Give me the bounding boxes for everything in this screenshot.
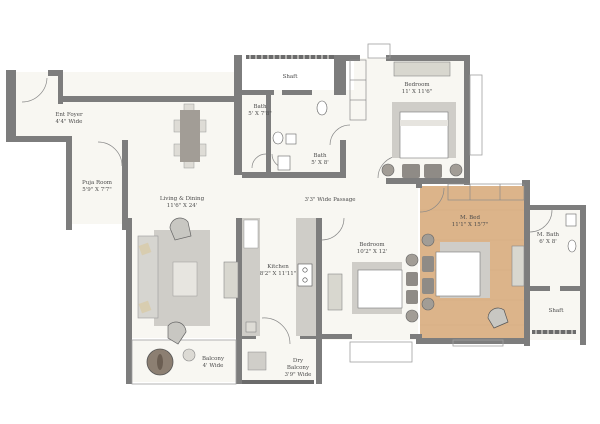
label-bath-2: Bath 5' X 8' <box>311 153 328 167</box>
label-shaft-top: Shaft <box>283 74 298 81</box>
walls <box>6 55 586 384</box>
room-name: Bedroom <box>404 82 430 88</box>
room-size: 10'2" X 12' <box>356 249 388 255</box>
room-size: 8'2" X 11'11" <box>259 271 297 277</box>
room-name: M. Bed <box>460 215 480 221</box>
room-name: Balcony <box>201 356 225 362</box>
room-size: 4' Wide <box>202 363 224 369</box>
room-size: 5' X 8' <box>311 160 329 166</box>
label-living-dining: Living & Dining 11'6" X 24' <box>160 196 204 210</box>
room-size: 11' X 11'6" <box>401 89 433 95</box>
room-name: 3'3" Wide Passage <box>304 197 356 203</box>
room-name: Bedroom <box>359 242 385 248</box>
label-ent-foyer: Ent Foyer 4'4" Wide <box>55 112 82 126</box>
room-size: 11'1" X 15'7" <box>451 222 489 228</box>
label-dry-balcony: Dry Balcony 3'9" Wide <box>285 358 312 379</box>
room-name: Living & Dining <box>159 196 205 202</box>
tv-units <box>223 61 525 311</box>
room-name: Bath <box>253 104 267 110</box>
room-name: M. Bath <box>536 232 560 238</box>
label-kitchen: Kitchen 8'2" X 11'11" <box>260 264 297 278</box>
bedroom-1-bed <box>381 102 463 178</box>
room-name: Dry <box>292 358 304 364</box>
room-size: 3'9" Wide <box>284 372 312 378</box>
room-name: Kitchen <box>267 264 289 270</box>
master-bed <box>421 233 509 329</box>
label-puja-room: Puja Room 5'9" X 7'7" <box>82 180 112 194</box>
room-name: Ent Foyer <box>55 112 83 118</box>
bedroom-2-bed <box>352 253 419 323</box>
label-m-bath: M. Bath 6' X 8' <box>537 232 559 246</box>
room-name: Shaft <box>282 74 298 80</box>
label-bedroom-2: Bedroom 10'2" X 12' <box>357 242 387 256</box>
living-furniture <box>137 217 210 345</box>
room-name: Shaft <box>548 308 564 314</box>
wardrobe-shelves <box>349 59 525 201</box>
room-name: Bath <box>313 153 327 159</box>
label-bath-1: Bath 5' X 7'8" <box>248 104 271 118</box>
dining-table <box>173 103 207 169</box>
dry-balcony-hatch <box>242 380 314 384</box>
bath-fixtures <box>272 100 577 253</box>
room-size: 5' X 7'8" <box>248 111 272 117</box>
room-size: 4'4" Wide <box>55 119 83 125</box>
kitchen-counters <box>242 218 316 371</box>
label-m-bed: M. Bed 11'1" X 15'7" <box>452 215 489 229</box>
label-balcony: Balcony 4' Wide <box>202 356 224 370</box>
label-shaft-right: Shaft <box>549 308 564 315</box>
label-passage: 3'3" Wide Passage <box>304 197 355 204</box>
windows <box>131 43 504 385</box>
room-size: 11'6" X 24' <box>166 203 198 209</box>
balcony-furniture <box>146 348 196 376</box>
room-size: 5'9" X 7'7" <box>82 187 112 193</box>
room-size: Balcony <box>286 365 310 371</box>
shaft-top-hatch <box>246 55 334 59</box>
label-bedroom-1: Bedroom 11' X 11'6" <box>402 82 432 96</box>
room-size: 6' X 8' <box>539 239 557 245</box>
room-name: Puja Room <box>82 180 112 186</box>
